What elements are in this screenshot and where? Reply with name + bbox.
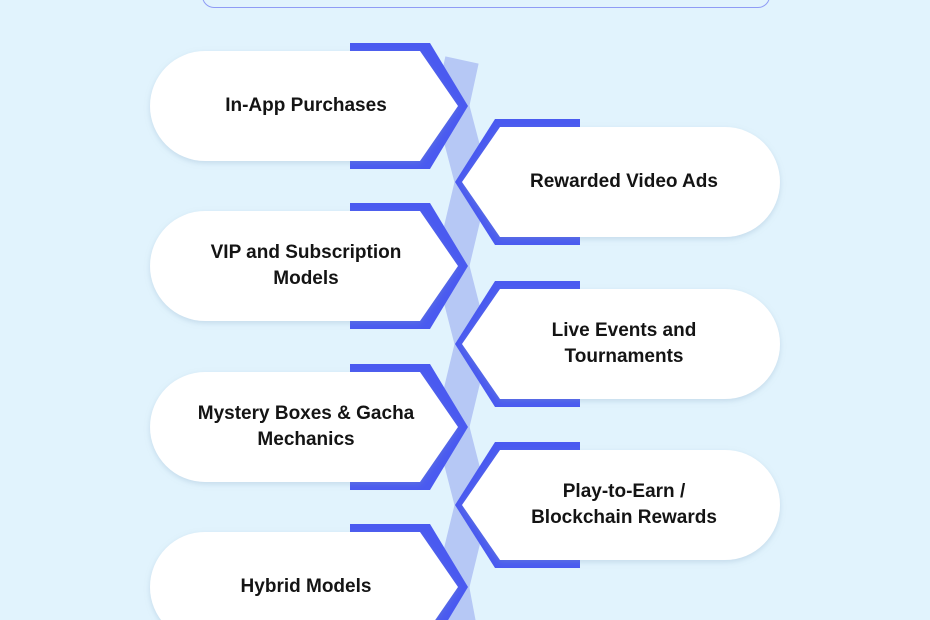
step-pill <box>462 289 780 399</box>
step-pill <box>462 450 780 560</box>
step-label: Live Events and Tournaments <box>551 320 697 367</box>
step-pill <box>150 211 458 321</box>
step-label: Hybrid Models <box>240 576 372 597</box>
step-label: Mystery Boxes & Gacha Mechanics <box>197 403 415 450</box>
step-pill <box>150 532 458 620</box>
step-pill <box>150 51 458 161</box>
step-label: VIP and Subscription Models <box>210 242 402 289</box>
step-label: In-App Purchases <box>225 95 387 116</box>
step-label: Play-to-Earn / Blockchain Rewards <box>531 481 717 528</box>
step-pill <box>462 127 780 237</box>
step-pill <box>150 372 458 482</box>
step-label: Rewarded Video Ads <box>530 171 718 192</box>
